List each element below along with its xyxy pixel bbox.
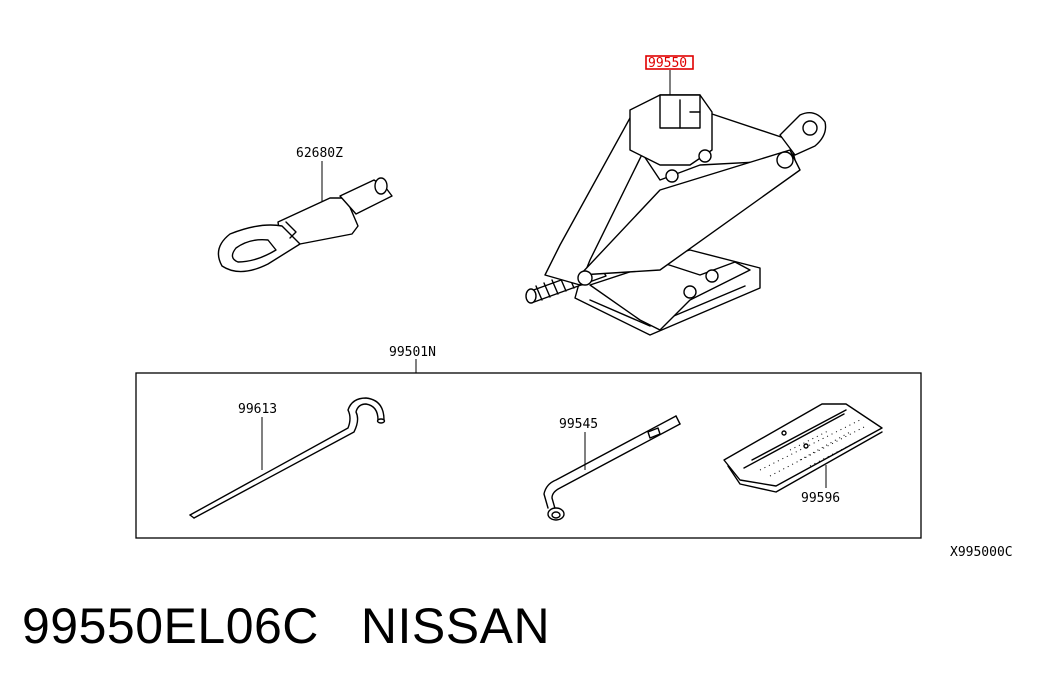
bag-snap-1 [781, 430, 787, 436]
rod-shaft-bottom [193, 403, 379, 519]
bag-fold-line [751, 409, 847, 461]
wrench-part-label[interactable]: 99545 [559, 417, 598, 432]
bag-snap-2 [803, 443, 809, 449]
jack-pivot-lower-left [683, 285, 697, 299]
bag-edge [727, 431, 883, 493]
rod-label-group[interactable]: 99613 [238, 402, 277, 470]
rod-shaft-top [189, 397, 385, 516]
jack-crank-eye-hole [802, 120, 818, 136]
jack-label-highlight-box [645, 55, 694, 70]
tow-hook-eye-hole [231, 238, 277, 263]
tow-hook-tip [374, 177, 388, 195]
wrench-illustration[interactable] [543, 415, 681, 521]
wrench-socket-hole [551, 511, 561, 519]
caption-brand: NISSAN [360, 598, 551, 654]
bag-part-label[interactable]: 99596 [801, 491, 840, 506]
tow-hook-marking [285, 221, 297, 239]
bag-body [723, 403, 883, 487]
rod-illustration[interactable] [189, 397, 386, 519]
tool-kit-box [135, 372, 922, 539]
bag-label-group[interactable]: 99596 [801, 465, 840, 506]
rod-tip [189, 514, 195, 519]
wrench-shaft-bottom [551, 423, 681, 513]
wrench-collar [647, 427, 661, 439]
tool-kit-label-group[interactable]: 99501N [389, 345, 436, 373]
jack-label-group[interactable]: 99550 [645, 55, 694, 96]
jack-pivot-top-right [698, 149, 712, 163]
rod-part-label[interactable]: 99613 [238, 402, 277, 417]
jack-part-label[interactable]: 99550 [648, 56, 687, 71]
jack-pivot-left [577, 270, 593, 286]
jack-pivot-lower-right [705, 269, 719, 283]
jack-base-edge [589, 285, 746, 327]
caption: 99550EL06C NISSAN [22, 597, 550, 655]
tool-kit-part-label[interactable]: 99501N [389, 345, 436, 360]
tow-hook-part-label[interactable]: 62680Z [296, 146, 343, 161]
bag-illustration[interactable] [723, 403, 883, 493]
diagram-code: X995000C [950, 545, 1013, 560]
jack-cross-arm [579, 149, 801, 276]
jack-pivot-top-left [665, 169, 679, 183]
jack-illustration[interactable] [525, 94, 827, 336]
wrench-end [675, 415, 681, 425]
jack-saddle-slot [679, 99, 701, 129]
wrench-shaft-top [543, 415, 677, 509]
wrench-label-group[interactable]: 99545 [559, 417, 598, 470]
jack-pivot-right [776, 151, 794, 169]
caption-part-number: 99550EL06C [22, 598, 319, 654]
tow-hook-illustration[interactable] [217, 177, 393, 273]
bag-texture [759, 419, 867, 477]
tow-hook-label-group[interactable]: 62680Z [296, 146, 343, 208]
rod-hook-end [376, 418, 386, 424]
bag-fold-line-2 [743, 413, 845, 469]
